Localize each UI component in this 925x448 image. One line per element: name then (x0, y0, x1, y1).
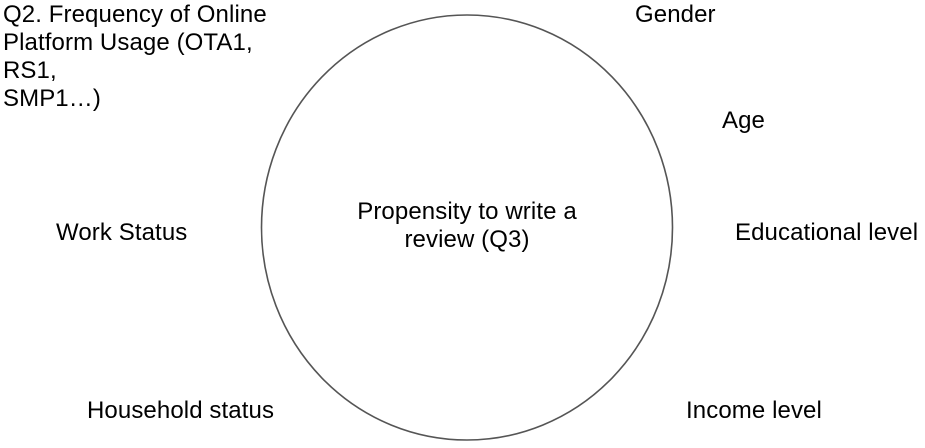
label-educational-level: Educational level (735, 219, 919, 246)
label-income-level: Income level (686, 397, 822, 424)
label-work-status: Work Status (56, 219, 188, 246)
label-platform-usage: Q2. Frequency of Online Platform Usage (… (3, 1, 267, 112)
label-household-status: Household status (87, 397, 275, 424)
label-age: Age (722, 107, 766, 134)
central-construct-circle (260, 14, 674, 441)
label-gender: Gender (635, 1, 716, 28)
label-central-construct: Propensity to write a review (Q3) (357, 198, 577, 253)
